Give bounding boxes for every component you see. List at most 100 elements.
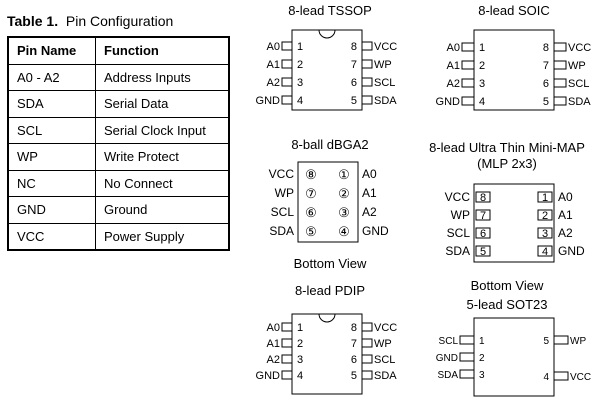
ball-marker: ①	[338, 167, 350, 182]
pin-label: WP	[570, 336, 586, 347]
function-cell: No Connect	[95, 169, 229, 197]
pin-stub	[281, 77, 293, 87]
pin-label: WP	[275, 186, 294, 200]
pin-stub	[553, 78, 567, 88]
pin-number: 1	[297, 322, 303, 334]
pin-stub	[281, 95, 293, 105]
pin-stub	[361, 41, 373, 51]
ball-marker: ②	[338, 186, 350, 201]
pin-stub	[361, 322, 373, 332]
pin-number: 8	[543, 42, 549, 54]
pin-number: 5	[351, 370, 357, 382]
pin-name-cell: A0 - A2	[8, 63, 96, 91]
tssop-notch	[318, 29, 336, 39]
pin-label: GND	[558, 244, 585, 258]
pin-number: 6	[351, 77, 357, 89]
pin-number: 6	[351, 354, 357, 366]
tssop-title: 8-lead TSSOP	[288, 3, 372, 18]
pdip-body	[291, 313, 363, 395]
pin-label: SDA	[374, 370, 397, 382]
function-cell: Ground	[95, 196, 229, 223]
pin-label: VCC	[568, 42, 591, 54]
pin-label: GND	[362, 224, 389, 238]
pin-number: 7	[543, 60, 549, 72]
pad	[475, 245, 491, 257]
pin-stub	[281, 338, 293, 348]
mlp-title: 8-lead Ultra Thin Mini-MAP	[429, 140, 585, 155]
table-caption-text: Pin Configuration	[65, 13, 174, 29]
pin-label: A2	[267, 354, 280, 366]
pin-label: GND	[256, 370, 281, 382]
pin-number: 3	[297, 77, 303, 89]
pin-label: A0	[447, 42, 460, 54]
pin-stub	[281, 354, 293, 364]
pin-number: 2	[297, 59, 303, 71]
pin-name-cell: GND	[8, 196, 96, 223]
pin-label: A2	[558, 226, 573, 240]
pin-stub	[459, 335, 475, 345]
pin-number: 2	[297, 338, 303, 350]
pin-stub	[553, 335, 569, 345]
function-cell: Serial Clock Input	[95, 116, 229, 144]
pin-label: WP	[374, 59, 392, 71]
pin-number: 4	[297, 95, 303, 107]
pin-label: VCC	[269, 167, 295, 181]
pin-number: 5	[351, 95, 357, 107]
pin-name-cell: SCL	[8, 116, 96, 144]
pin-number: 7	[351, 338, 357, 350]
pin-label: WP	[374, 338, 392, 350]
table-caption: Table 1. Pin Configuration	[7, 13, 173, 29]
ball-marker: ③	[338, 205, 350, 220]
pad	[537, 191, 553, 203]
pin-name-cell: VCC	[8, 222, 96, 250]
pin-stub	[553, 42, 567, 52]
ball-marker: ⑦	[305, 186, 317, 201]
pin-label: GND	[436, 96, 461, 108]
pad	[475, 209, 491, 221]
pin-label: VCC	[570, 372, 591, 383]
pin-label: SCL	[568, 78, 589, 90]
pin-label: WP	[568, 60, 586, 72]
pin-stub	[361, 354, 373, 364]
sot23-title: 5-lead SOT23	[466, 297, 548, 312]
pin-label: SDA	[437, 370, 458, 381]
pin-number: 5	[543, 96, 549, 108]
pin-label: GND	[256, 95, 281, 107]
pin-label: SCL	[374, 354, 395, 366]
pin-label: A0	[558, 190, 573, 204]
pin-label: A1	[362, 186, 377, 200]
pin-stub	[361, 338, 373, 348]
pin-label: SCL	[271, 205, 295, 219]
pin-label: SCL	[439, 336, 459, 347]
pin-number: 7	[480, 210, 486, 222]
pin-number: 1	[542, 192, 548, 204]
sot23-body	[473, 317, 555, 397]
pad	[537, 227, 553, 239]
pin-label: A1	[267, 338, 280, 350]
pad	[475, 227, 491, 239]
pin-number: 8	[351, 322, 357, 334]
pin-label: SCL	[374, 77, 395, 89]
ball-marker: ⑥	[305, 205, 317, 220]
dbga-body	[297, 161, 359, 243]
pin-name-cell: SDA	[8, 90, 96, 117]
pin-label: A1	[558, 208, 573, 222]
pin-label: SDA	[445, 244, 470, 258]
function-cell: Serial Data	[95, 90, 229, 117]
function-cell: Address Inputs	[95, 63, 229, 91]
pin-number: 2	[479, 353, 485, 364]
pin-number: 5	[480, 246, 486, 258]
pin-stub	[553, 96, 567, 106]
pin-stub	[361, 95, 373, 105]
column-header-pin-name: Pin Name	[8, 37, 96, 65]
pin-stub	[281, 322, 293, 332]
pin-number: 4	[297, 370, 303, 382]
pin-label: SDA	[374, 95, 397, 107]
pin-stub	[281, 59, 293, 69]
ball-marker: ④	[338, 224, 350, 239]
pin-stub	[461, 42, 475, 52]
